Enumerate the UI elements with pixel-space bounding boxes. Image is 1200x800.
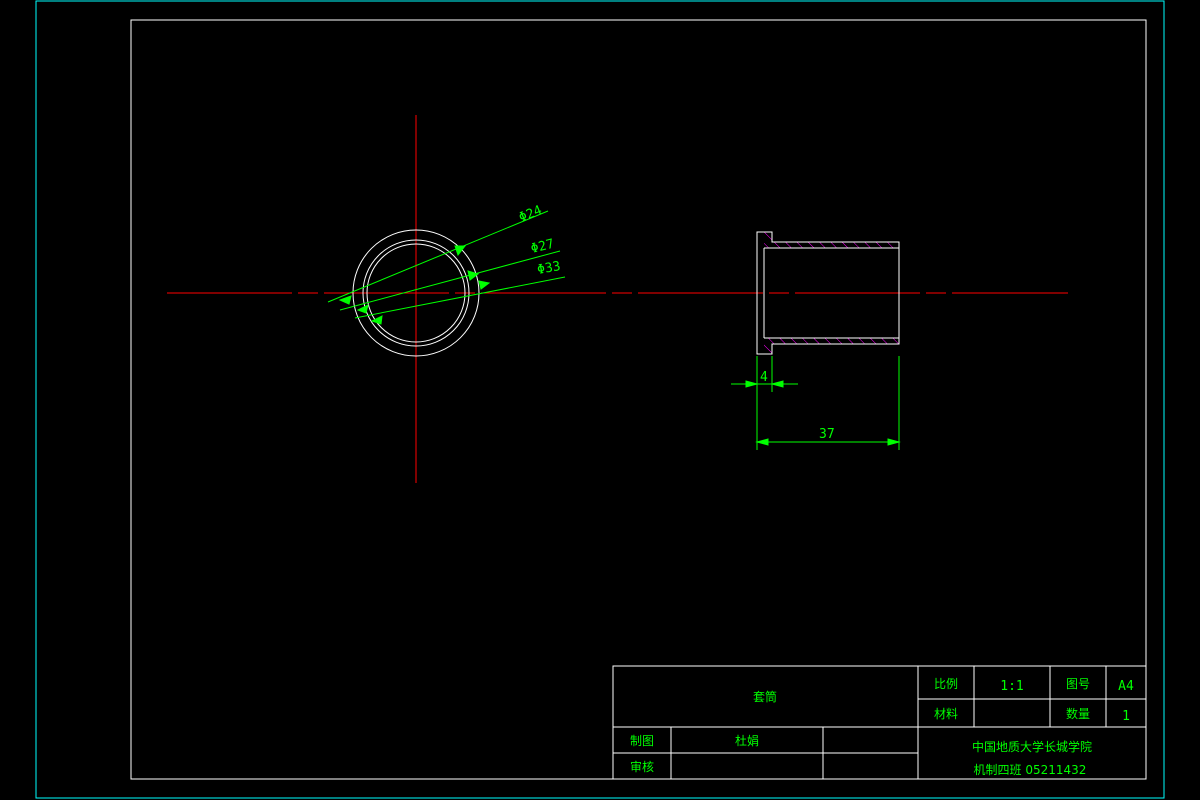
title-block <box>612 665 1147 780</box>
hatch-top-wall <box>764 242 899 248</box>
label-d33: Φ33 <box>536 259 562 278</box>
label-overall-length: 37 <box>819 427 835 442</box>
leader-d27 <box>339 250 561 311</box>
label-flange-width: 4 <box>760 370 768 385</box>
outer-circle <box>352 229 480 357</box>
quantity-label: 数量 <box>1066 706 1090 721</box>
leader-d33 <box>354 276 566 319</box>
leader-d24 <box>327 210 549 303</box>
drawing-no-label: 图号 <box>1066 677 1090 691</box>
part-name: 套筒 <box>753 689 777 704</box>
arrow-4-right <box>770 380 784 388</box>
side-view <box>756 231 900 355</box>
drawing-no-value: A4 <box>1118 679 1134 694</box>
hatch-bottom-wall <box>764 338 899 344</box>
checked-label: 审核 <box>630 759 654 774</box>
hatch-bottom-flange <box>764 344 772 354</box>
arrow-37-left <box>755 438 769 446</box>
middle-circle <box>362 239 470 347</box>
linear-dimensions <box>731 356 901 450</box>
drawing-frame <box>130 19 1147 780</box>
label-d24: Φ24 <box>517 203 545 226</box>
arrow-4-left <box>745 380 759 388</box>
outer-sheet-border <box>35 0 1165 799</box>
title-block-text: 套筒 比例 1:1 图号 A4 材料 数量 1 制图 杜娟 审核 中国地质大学长… <box>630 677 1134 777</box>
arrow-d24-a <box>454 245 467 257</box>
scale-label: 比例 <box>934 677 958 691</box>
drawn-label: 制图 <box>630 734 654 748</box>
school-name: 中国地质大学长城学院 <box>972 739 1092 754</box>
scale-value: 1:1 <box>1000 679 1023 694</box>
drawn-name: 杜娟 <box>735 733 759 748</box>
front-view-centerlines <box>167 115 1068 483</box>
arrow-d27-b <box>356 304 369 314</box>
arrow-d33-b <box>370 315 383 325</box>
label-d27: Φ27 <box>529 237 555 257</box>
front-view <box>352 229 480 357</box>
diameter-dimensions <box>327 210 566 325</box>
title-block-border <box>612 665 1147 780</box>
arrow-d27-a <box>467 270 480 281</box>
class-info: 机制四班 05211432 <box>974 763 1087 777</box>
hatch-top-flange <box>764 232 772 242</box>
arrow-37-right <box>887 438 901 446</box>
arrow-d24-b <box>338 295 352 305</box>
sleeve-outline-top <box>756 231 900 355</box>
material-label: 材料 <box>934 707 958 721</box>
quantity-value: 1 <box>1122 709 1130 724</box>
inner-circle <box>366 243 466 343</box>
arrow-d33-a <box>478 280 491 290</box>
